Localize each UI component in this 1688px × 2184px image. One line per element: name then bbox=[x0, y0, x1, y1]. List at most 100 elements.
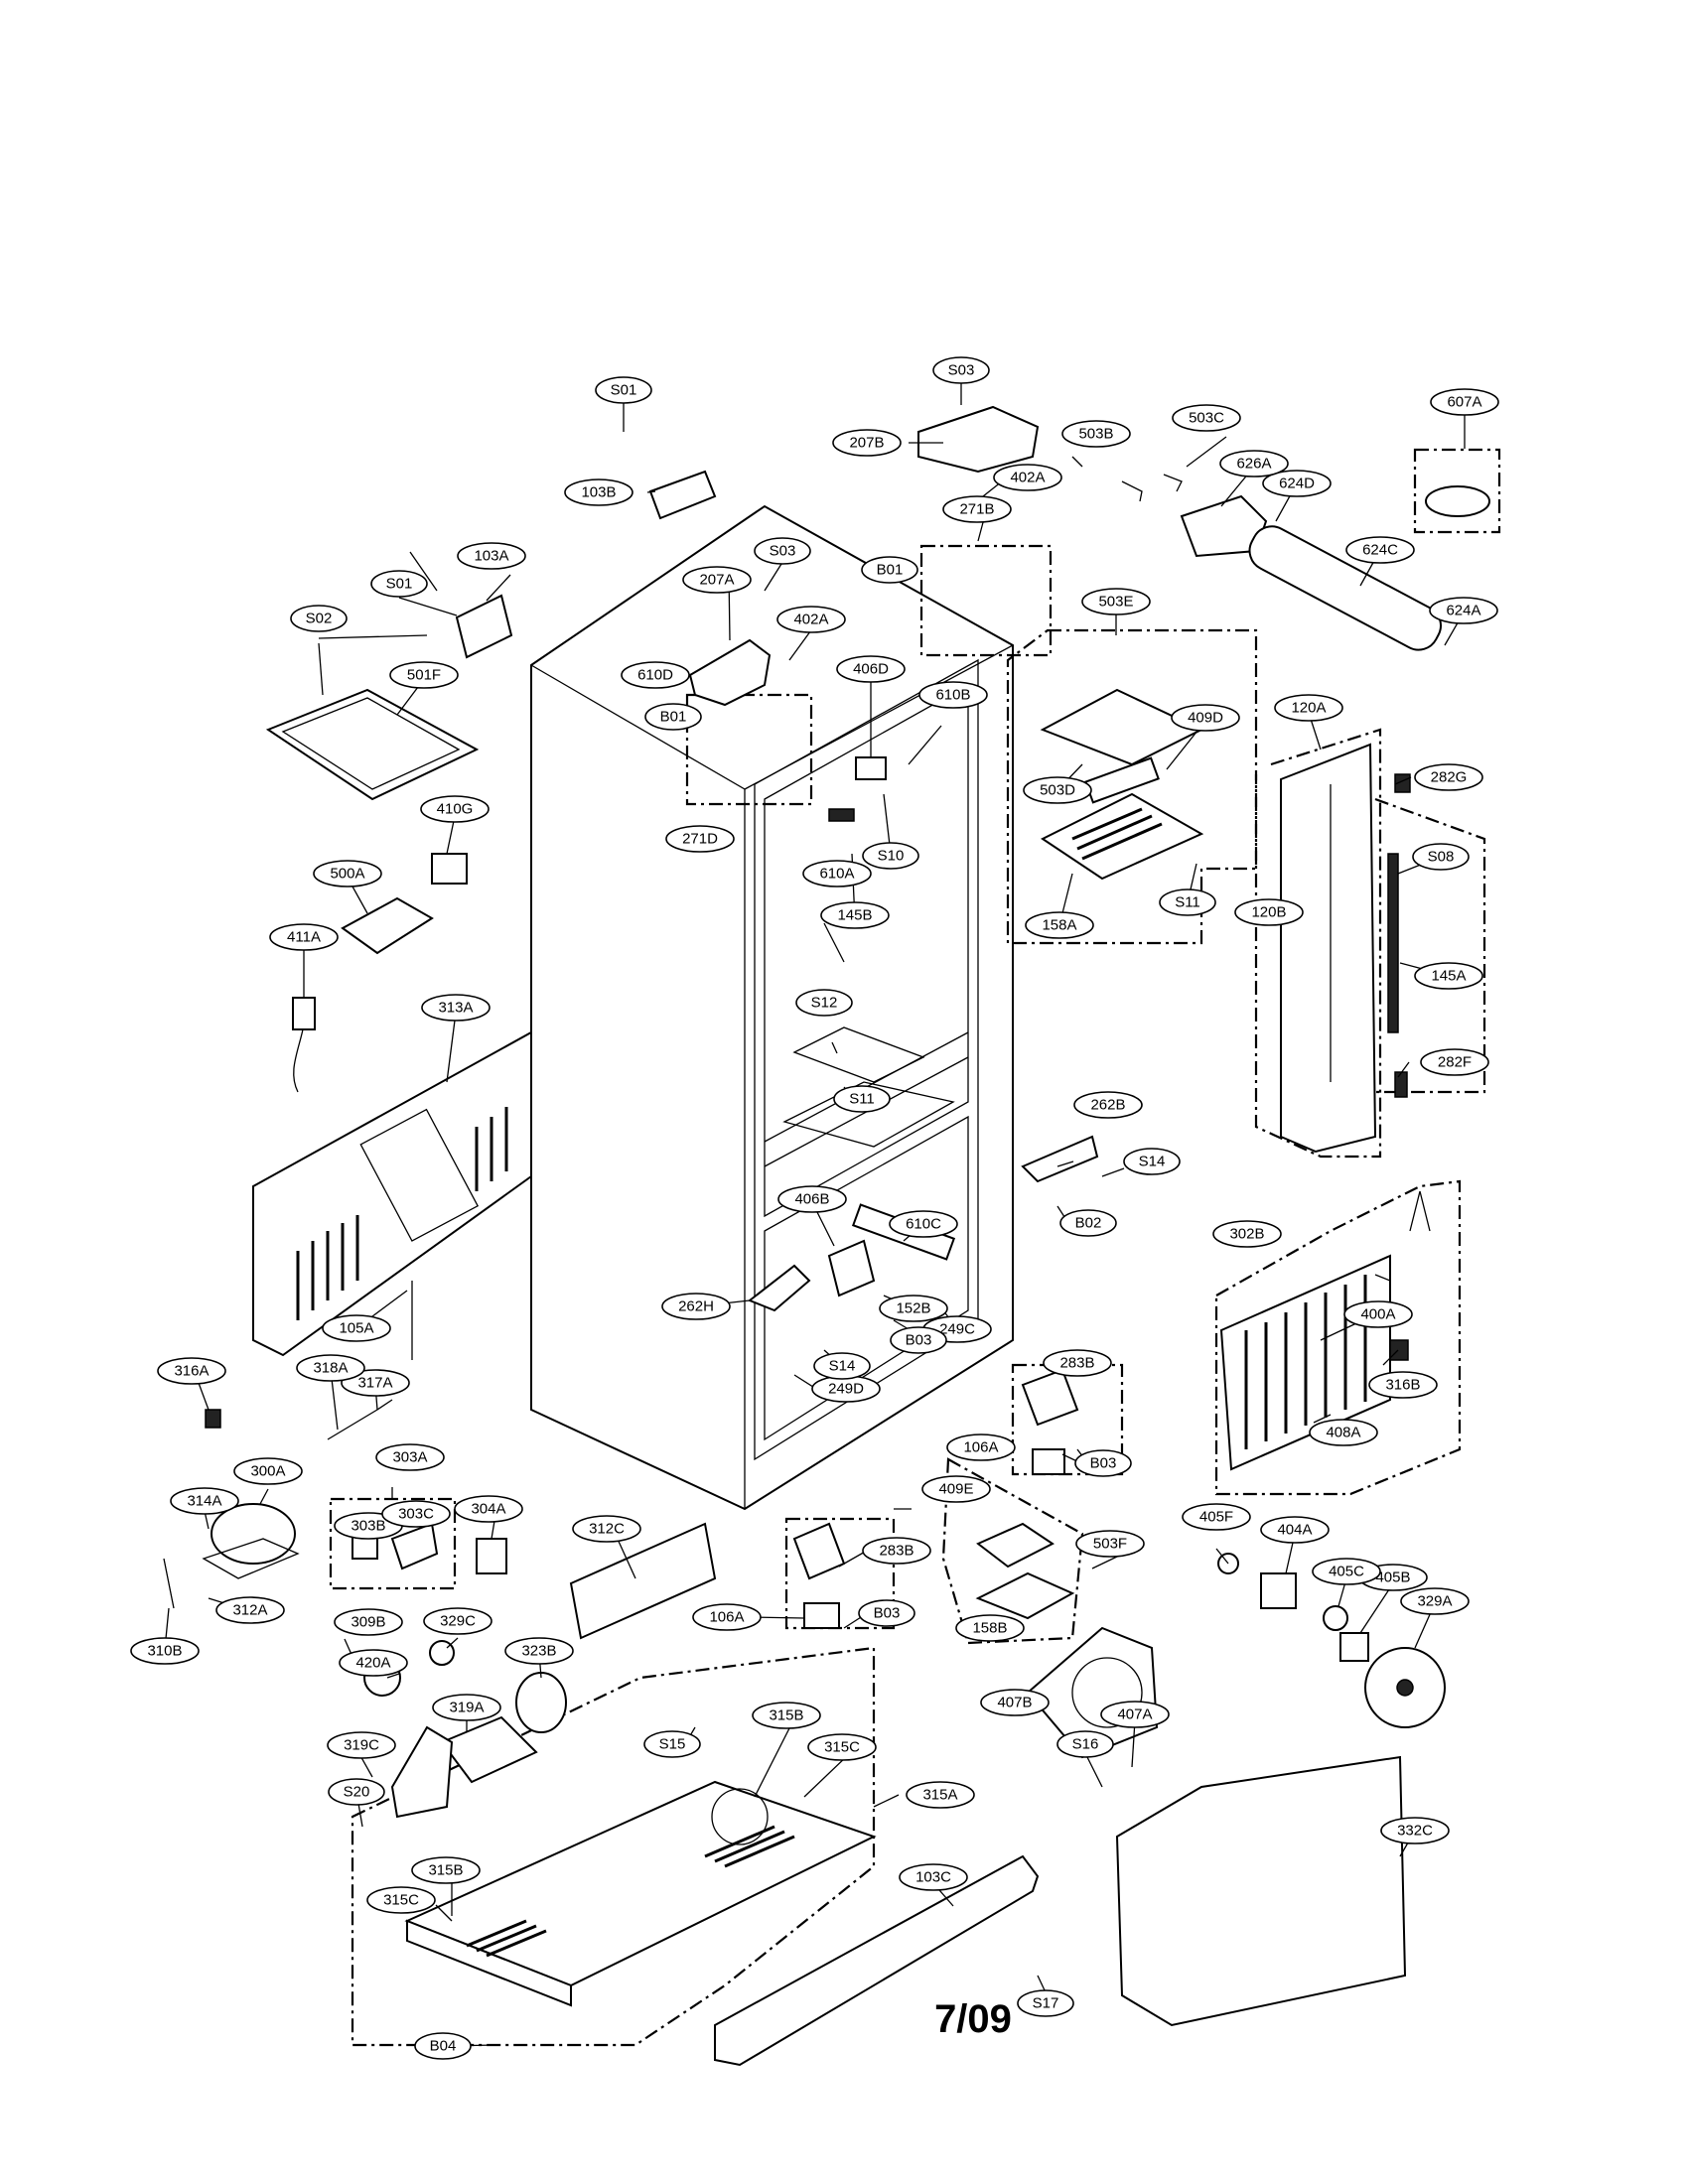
callout-label: 315C bbox=[383, 1892, 419, 1909]
part-callout-310b: 310B bbox=[130, 1637, 200, 1665]
callout-label: 405F bbox=[1199, 1509, 1233, 1526]
callout-label: S16 bbox=[1072, 1736, 1099, 1753]
callout-label: 103A bbox=[474, 548, 508, 565]
callout-label: 103C bbox=[915, 1869, 951, 1886]
callout-label: B03 bbox=[874, 1605, 901, 1622]
part-callout-319c: 319C bbox=[327, 1731, 396, 1759]
callout-label: 503E bbox=[1098, 594, 1133, 611]
callout-bubble bbox=[754, 537, 811, 565]
callout-label: 283B bbox=[1059, 1355, 1094, 1372]
callout-label: S11 bbox=[1175, 894, 1200, 911]
part-callout-501f: 501F bbox=[389, 661, 459, 689]
part-callout-103b: 103B bbox=[564, 478, 633, 506]
callout-bubble bbox=[802, 860, 872, 887]
part-callout-500a: 500A bbox=[313, 860, 382, 887]
callout-label: 158A bbox=[1042, 917, 1076, 934]
callout-label: 315A bbox=[922, 1787, 957, 1804]
callout-label: 402A bbox=[793, 612, 828, 628]
callout-label: 407B bbox=[997, 1695, 1032, 1711]
machine-cover-332c bbox=[1115, 1755, 1407, 2027]
callout-label: 303C bbox=[398, 1506, 434, 1523]
part-callout-300a: 300A bbox=[233, 1457, 303, 1485]
callout-bubble bbox=[1430, 388, 1499, 416]
callout-label: 207A bbox=[699, 572, 734, 589]
callout-bubble bbox=[595, 376, 652, 404]
part-callout-315cb: 315C bbox=[366, 1886, 436, 1914]
callout-bubble bbox=[1100, 1701, 1170, 1728]
part-callout-s01: S01 bbox=[595, 376, 652, 404]
callout-label: 312C bbox=[589, 1521, 625, 1538]
callout-label: 271D bbox=[682, 831, 718, 848]
callout-label: 400A bbox=[1360, 1306, 1395, 1323]
callout-label: 624A bbox=[1446, 603, 1480, 619]
callout-bubble bbox=[858, 1599, 915, 1627]
callout-bubble bbox=[980, 1689, 1050, 1716]
part-callout-262h: 262H bbox=[661, 1293, 731, 1320]
callout-label: 410G bbox=[437, 801, 474, 818]
hinge-cover-103b bbox=[648, 470, 717, 520]
callout-bubble bbox=[942, 495, 1012, 523]
callout-label: 407A bbox=[1117, 1706, 1152, 1723]
callout-label: 329A bbox=[1417, 1593, 1452, 1610]
part-callout-b01: B01 bbox=[861, 556, 918, 584]
part-callout-318a: 318A bbox=[296, 1354, 365, 1382]
part-callout-271d: 271D bbox=[665, 825, 735, 853]
callout-bubble bbox=[1081, 588, 1151, 615]
part-callout-317a: 317A bbox=[341, 1369, 410, 1397]
callout-bubble bbox=[946, 1433, 1016, 1461]
callout-bubble bbox=[339, 1649, 408, 1677]
callout-bubble bbox=[389, 661, 459, 689]
callout-bubble bbox=[776, 606, 846, 633]
callout-bubble bbox=[921, 1475, 991, 1503]
callout-bubble bbox=[170, 1487, 239, 1515]
callout-label: 329C bbox=[440, 1613, 476, 1630]
callout-bubble bbox=[1075, 1530, 1145, 1558]
part-callout-145a: 145A bbox=[1414, 962, 1483, 990]
callout-bubble bbox=[1414, 763, 1483, 791]
callout-label: 249C bbox=[939, 1321, 975, 1338]
callout-bubble bbox=[932, 356, 990, 384]
part-callout-503e: 503E bbox=[1081, 588, 1151, 615]
callout-bubble bbox=[454, 1495, 523, 1523]
callout-label: 315C bbox=[824, 1739, 860, 1756]
part-callout-s14b: S14 bbox=[813, 1352, 871, 1380]
leveler-bracket-283b-2 bbox=[792, 1522, 846, 1580]
part-callout-626a: 626A bbox=[1219, 450, 1289, 478]
part-callout-312a: 312A bbox=[215, 1596, 285, 1624]
callout-bubble bbox=[130, 1637, 200, 1665]
callout-label: 409D bbox=[1188, 710, 1223, 727]
part-callout-b02: B02 bbox=[1059, 1209, 1117, 1237]
callout-bubble bbox=[290, 605, 348, 632]
callout-bubble bbox=[215, 1596, 285, 1624]
part-callout-411a: 411A bbox=[269, 923, 339, 951]
part-callout-624d: 624D bbox=[1262, 470, 1332, 497]
part-callout-409d: 409D bbox=[1171, 704, 1240, 732]
part-callout-s03b: S03 bbox=[754, 537, 811, 565]
part-callout-624c: 624C bbox=[1345, 536, 1415, 564]
callout-bubble bbox=[1260, 1516, 1330, 1544]
switch-410g bbox=[431, 853, 468, 885]
callout-bubble bbox=[366, 1886, 436, 1914]
part-callout-610d: 610D bbox=[621, 661, 690, 689]
part-callout-316a: 316A bbox=[157, 1357, 226, 1385]
motor-404a bbox=[1260, 1572, 1297, 1609]
part-callout-s12: S12 bbox=[795, 989, 853, 1017]
part-callout-283bb: 283B bbox=[862, 1537, 931, 1565]
protector-304a bbox=[476, 1538, 507, 1574]
part-callout-158b: 158B bbox=[955, 1614, 1025, 1642]
front-grille-103c bbox=[714, 1854, 1040, 2067]
clip-282f bbox=[1394, 1071, 1408, 1098]
refrigerator-cabinet bbox=[530, 504, 1014, 1511]
callout-label: B03 bbox=[1090, 1455, 1117, 1472]
callout-label: S11 bbox=[849, 1091, 875, 1108]
bracket-207a bbox=[688, 638, 772, 707]
part-callout-120b: 120B bbox=[1234, 898, 1304, 926]
part-callout-610a: 610A bbox=[802, 860, 872, 887]
callout-bubble bbox=[993, 464, 1062, 491]
callout-label: 317A bbox=[357, 1375, 392, 1392]
callout-label: S20 bbox=[344, 1784, 370, 1801]
callout-bubble bbox=[836, 655, 906, 683]
part-callout-312c: 312C bbox=[572, 1515, 641, 1543]
callout-bubble bbox=[906, 1781, 975, 1809]
